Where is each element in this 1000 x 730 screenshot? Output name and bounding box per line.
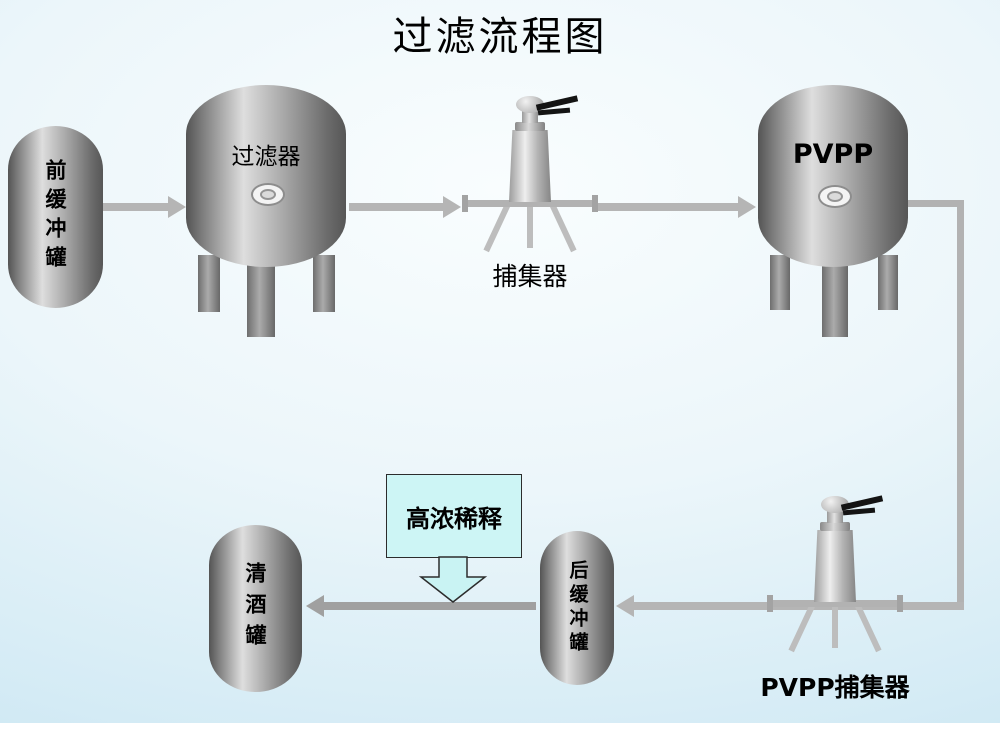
page-title: 过滤流程图 [392, 14, 608, 60]
strainer-flange-cap [897, 595, 903, 612]
strainer-flange-cap [767, 595, 773, 612]
strainer-leg [527, 202, 533, 248]
flow-arrow-trap-to-pvpp [598, 196, 756, 218]
pipe-segment-horizontal [904, 200, 964, 207]
pvpp-trap-strainer [765, 495, 905, 660]
arrow-head-right-icon [168, 196, 186, 218]
trap-strainer [460, 95, 600, 260]
flow-arrow-rearbuffer-to-clearbeer [306, 595, 536, 617]
strainer-leg [548, 200, 577, 253]
arrow-head-left-icon [306, 595, 324, 617]
strainer-flange-cap [592, 195, 598, 212]
strainer-flange [770, 600, 900, 607]
strainer-flange-cap [462, 195, 468, 212]
manhole-icon [818, 185, 852, 208]
arrow-head-left-icon [616, 595, 634, 617]
strainer-leg [832, 602, 838, 648]
rear-buffer-tank: 后缓冲罐 [540, 531, 614, 685]
front-buffer-tank-label: 前缓冲罐 [43, 159, 68, 275]
filter-vessel: 过滤器 [186, 85, 346, 267]
strainer-body [814, 530, 856, 602]
pvpp-vessel-label: PVPP [792, 139, 874, 170]
arrow-shaft [349, 203, 443, 211]
arrow-head-right-icon [443, 196, 461, 218]
manhole-inner-icon [827, 191, 843, 202]
arrow-shaft [598, 203, 738, 211]
strainer-neck [827, 510, 843, 523]
strainer-leg [483, 200, 512, 253]
vessel-leg [770, 255, 790, 310]
trap-label: 捕集器 [492, 262, 568, 291]
filter-vessel-label: 过滤器 [231, 144, 301, 170]
vessel-leg [313, 255, 335, 312]
arrow-shaft [102, 203, 168, 211]
strainer-body [509, 130, 551, 202]
clear-beer-tank: 清酒罐 [209, 525, 302, 692]
dilution-callout-label: 高浓稀释 [406, 503, 502, 533]
strainer-leg [788, 600, 817, 653]
manhole-inner-icon [260, 189, 276, 200]
pvpp-vessel: PVPP [758, 85, 908, 267]
flow-arrow-front-to-filter [102, 196, 186, 218]
dilution-callout: 高浓稀释 [386, 474, 522, 558]
strainer-leg [853, 600, 882, 653]
vessel-leg [822, 255, 848, 337]
vessel-leg [247, 255, 275, 337]
clear-beer-tank-label: 清酒罐 [243, 562, 268, 655]
strainer-collar [820, 522, 850, 531]
flow-arrow-filter-to-trap [349, 196, 461, 218]
manhole-icon [251, 183, 285, 206]
vessel-leg [878, 255, 898, 310]
dilution-down-arrow-icon [416, 556, 490, 608]
pipe-segment-vertical [957, 200, 964, 609]
vessel-leg [198, 255, 220, 312]
strainer-neck [522, 110, 538, 123]
pvpp-trap-label: PVPP捕集器 [760, 673, 910, 702]
arrow-head-right-icon [738, 196, 756, 218]
front-buffer-tank: 前缓冲罐 [8, 126, 103, 308]
strainer-flange [465, 200, 595, 207]
strainer-collar [515, 122, 545, 131]
arrow-shaft [324, 602, 536, 610]
rear-buffer-tank-label: 后缓冲罐 [566, 560, 589, 656]
